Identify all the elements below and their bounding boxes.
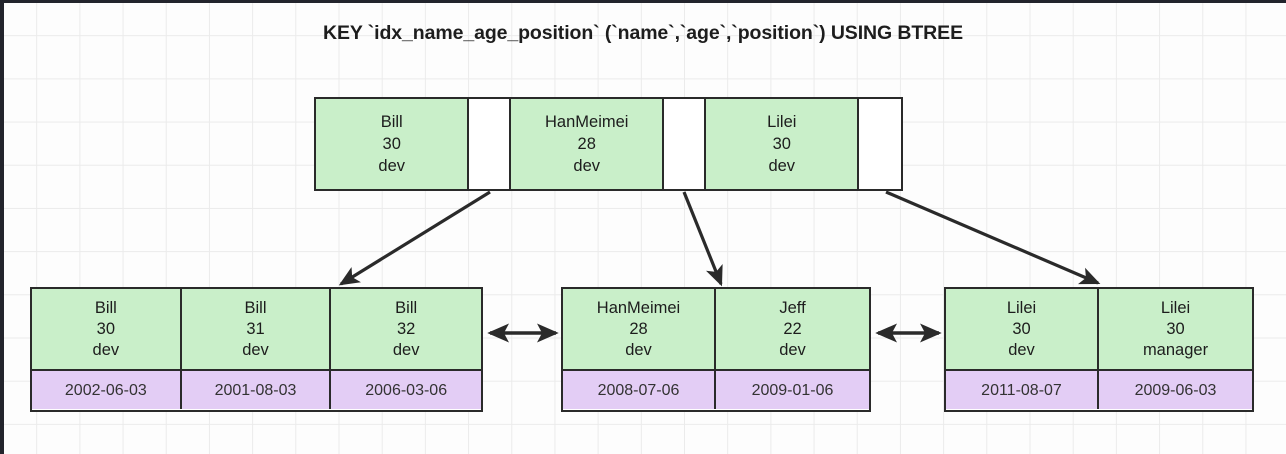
leaf-3-key-row: Lilei 30 dev Lilei 30 manager	[946, 289, 1252, 369]
root-key-1-name: Bill	[380, 113, 403, 131]
leaf-1-data-cell-3: 2006-03-06	[331, 371, 481, 409]
leaf-1-key-cell-2: Bill 31 dev	[181, 289, 332, 369]
leaf-2-data-cell-1: 2008-07-06	[563, 371, 717, 409]
root-key-2-position: dev	[573, 157, 601, 175]
root-key-cell-2: HanMeimei 28 dev	[511, 99, 665, 189]
leaf-2-key-cell-2: Jeff 22 dev	[716, 289, 869, 369]
leaf-2-key-2-age: 22	[783, 319, 802, 338]
leaf-3-key-1-age: 30	[1012, 319, 1031, 338]
leaf-2-key-cell-1: HanMeimei 28 dev	[563, 289, 717, 369]
root-to-leaf-3-arrow	[885, 190, 1101, 285]
leaf-2-data-cell-2: 2009-01-06	[716, 371, 869, 409]
root-key-3-name: Lilei	[767, 113, 797, 131]
leaf-1-key-2-age: 31	[246, 319, 265, 338]
root-key-cell-3: Lilei 30 dev	[706, 99, 860, 189]
root-key-cell-1: Bill 30 dev	[316, 99, 470, 189]
root-key-3-age: 30	[772, 135, 791, 153]
leaf-2-key-1-age: 28	[629, 319, 648, 338]
root-key-1-age: 30	[382, 135, 401, 153]
leaf-1-key-3-position: dev	[392, 340, 420, 359]
root-node: Bill 30 dev HanMeimei 28 dev Lilei 30 de…	[314, 97, 903, 191]
leaf-1-data-cell-1: 2002-06-03	[32, 371, 182, 409]
root-to-leaf-1-arrow	[338, 190, 491, 286]
root-key-2-age: 28	[577, 135, 596, 153]
leaf-1-key-cell-3: Bill 32 dev	[331, 289, 481, 369]
root-pointer-cell-2	[664, 99, 707, 189]
root-pointer-cell-3	[859, 99, 902, 189]
leaf-1-data-cell-2: 2001-08-03	[181, 371, 332, 409]
root-key-2-name: HanMeimei	[545, 113, 629, 131]
leaf-1-key-2-position: dev	[242, 340, 269, 359]
leaf-1-key-1-age: 30	[96, 319, 116, 338]
leaf-2-key-row: HanMeimei 28 dev Jeff 22 dev	[563, 289, 869, 369]
root-pointer-cell-1	[469, 99, 512, 189]
leaf-1-key-cell-1: Bill 30 dev	[32, 289, 182, 369]
diagram-title: KEY `idx_name_age_position` (`name`,`age…	[323, 22, 963, 44]
leaf-3-key-1-position: dev	[1008, 340, 1035, 359]
leaf-3-data-row: 2011-08-07 2009-06-03	[946, 369, 1252, 409]
leaf-1-key-3-name: Bill	[395, 298, 418, 317]
leaf-2-key-1-position: dev	[625, 340, 652, 359]
leaf-2-key-1-name: HanMeimei	[596, 298, 681, 317]
leaf-1-key-row: Bill 30 dev Bill 31 dev Bill 32 dev	[32, 289, 481, 369]
leaf-3-key-cell-2: Lilei 30 manager	[1099, 289, 1252, 369]
leaf-3-key-2-age: 30	[1166, 319, 1185, 338]
root-key-3-position: dev	[768, 157, 796, 175]
leaf-1-key-1-name: Bill	[94, 298, 117, 317]
page-left-edge	[0, 0, 4, 454]
leaf-1-key-2-name: Bill	[244, 298, 267, 317]
leaf-3-data-cell-1: 2011-08-07	[946, 371, 1100, 409]
leaf-1-data-row: 2002-06-03 2001-08-03 2006-03-06	[32, 369, 481, 409]
leaf-3-key-2-position: manager	[1142, 340, 1209, 359]
leaf-node-2: HanMeimei 28 dev Jeff 22 dev 2008-07-06 …	[561, 287, 871, 412]
leaf-2-key-2-name: Jeff	[779, 298, 806, 317]
leaf-3-data-cell-2: 2009-06-03	[1099, 371, 1252, 409]
page-top-edge	[0, 0, 1286, 3]
leaf-3-key-2-name: Lilei	[1160, 298, 1191, 317]
leaf-2-data-row: 2008-07-06 2009-01-06	[563, 369, 869, 409]
leaf-2-key-2-position: dev	[779, 340, 806, 359]
leaf-3-key-1-name: Lilei	[1006, 298, 1037, 317]
leaf-3-key-cell-1: Lilei 30 dev	[946, 289, 1100, 369]
leaf-node-1: Bill 30 dev Bill 31 dev Bill 32 dev 2002…	[30, 287, 483, 412]
root-to-leaf-2-arrow	[682, 191, 723, 287]
root-key-1-position: dev	[378, 157, 406, 175]
leaf-1-key-1-position: dev	[92, 340, 120, 359]
leaf-node-3: Lilei 30 dev Lilei 30 manager 2011-08-07…	[944, 287, 1254, 412]
leaf-1-key-3-age: 32	[396, 319, 416, 338]
